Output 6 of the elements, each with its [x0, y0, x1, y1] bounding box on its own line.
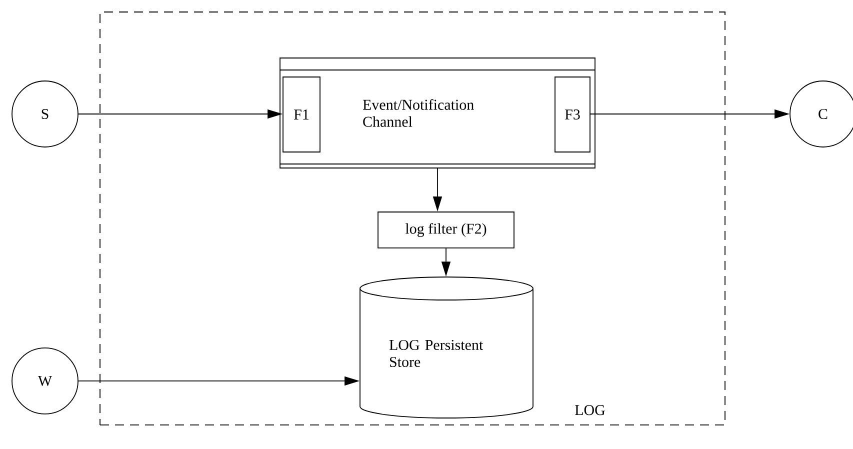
- circle-node: W: [12, 348, 78, 414]
- filter-box: log filter (F2): [378, 212, 514, 248]
- filter-box: F1: [282, 76, 320, 152]
- circle-node: S: [12, 80, 78, 148]
- cylinder-store: LOG Persistent Store: [360, 276, 534, 418]
- filter-box: F3: [554, 76, 590, 152]
